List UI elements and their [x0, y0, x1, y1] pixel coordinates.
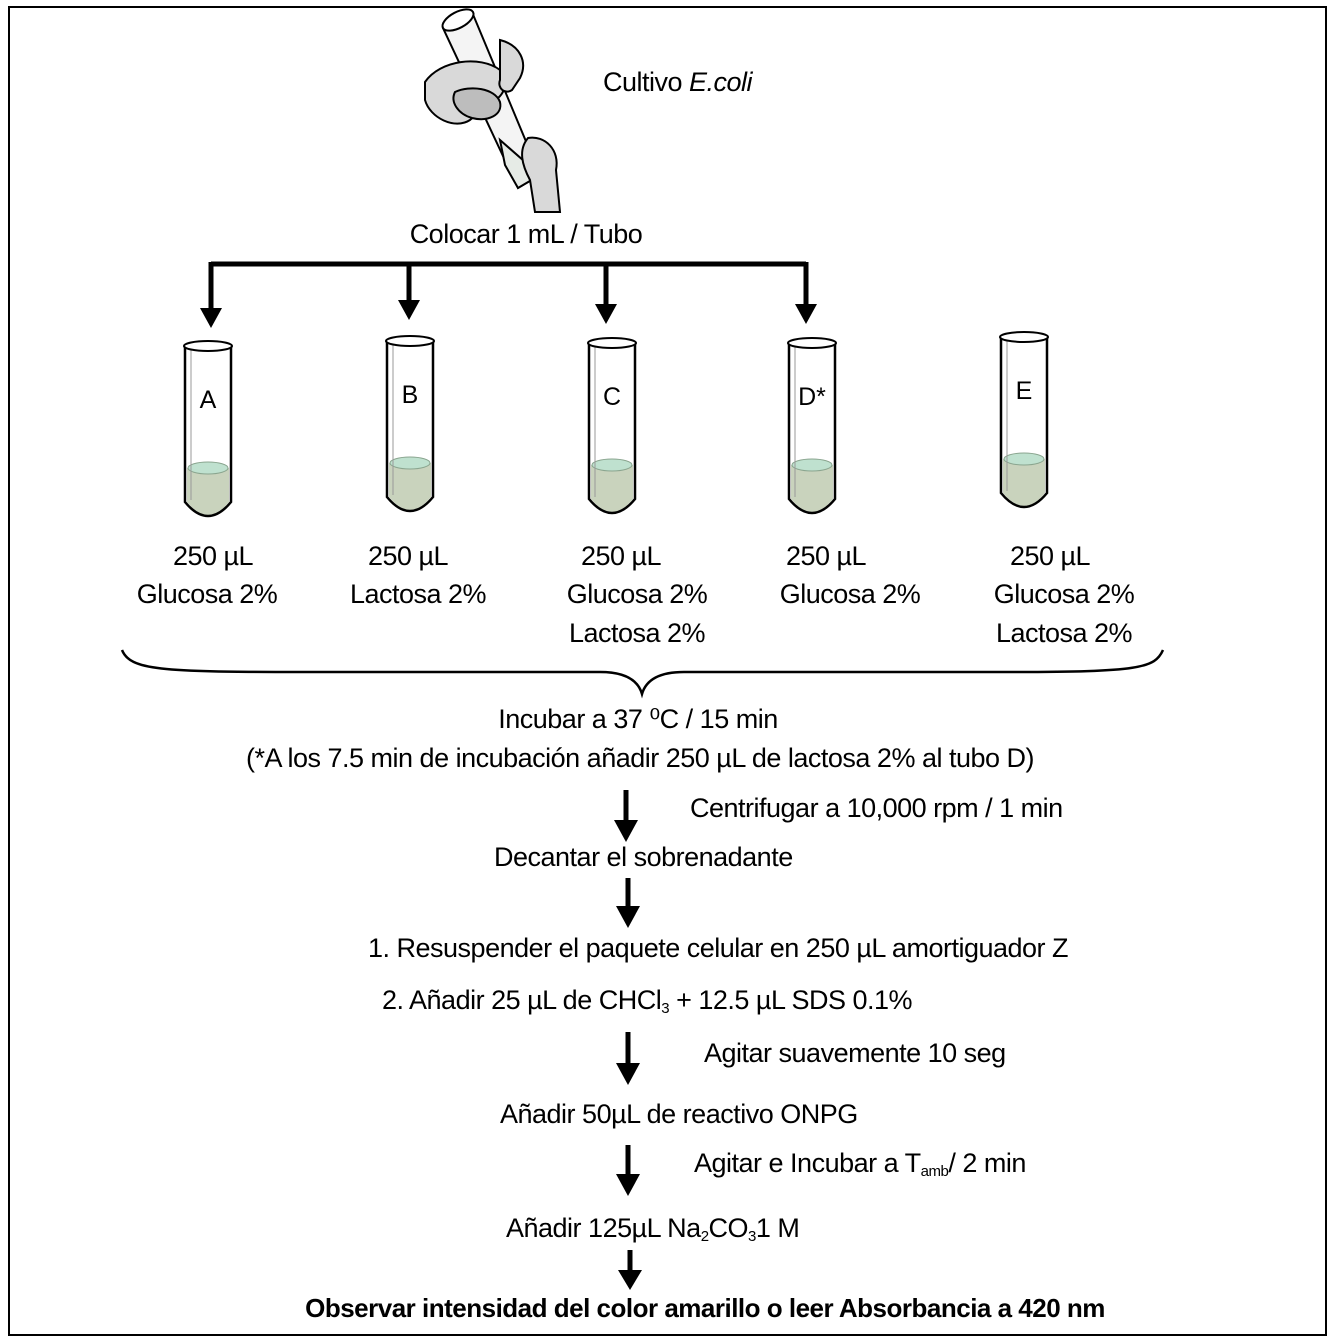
hand-with-tube-icon — [424, 8, 562, 213]
resuspend-step: 1. Resuspender el paquete celular en 250… — [368, 933, 1069, 963]
tube-letter: E — [1015, 377, 1033, 405]
tube-volume-label: 250 µL — [367, 541, 449, 571]
tube-content-label: Glucosa 2% — [779, 579, 921, 609]
tube-volume-label: 250 µL — [172, 541, 254, 571]
tube-letter: D* — [798, 383, 826, 411]
shake-incubate-step: Agitar e Incubar a Tamb/ 2 min — [694, 1148, 1026, 1180]
tube-volume-label: 250 µL — [785, 541, 867, 571]
tube-content-label: Glucosa 2% — [566, 579, 708, 609]
distribute-label: Colocar 1 mL / Tubo — [409, 219, 643, 249]
grouping-brace — [120, 649, 1165, 699]
onpg-step: Añadir 50µL de reactivo ONPG — [500, 1099, 858, 1129]
add-chcl3-step: 2. Añadir 25 µL de CHCl3 + 12.5 µL SDS 0… — [382, 985, 913, 1017]
tube-letter: B — [401, 381, 419, 409]
tube-content-label: Lactosa 2% — [349, 579, 487, 609]
test-tubes — [183, 331, 1049, 518]
tube-content-label: Lactosa 2% — [995, 618, 1133, 648]
test-tube-icon — [787, 337, 837, 515]
na2co3-step: Añadir 125µL Na2CO31 M — [506, 1213, 800, 1245]
distribution-arrows — [208, 261, 809, 312]
tube-content-label: Glucosa 2% — [136, 579, 278, 609]
culture-label: Cultivo E.coli — [603, 67, 753, 97]
centrifuge-step: Centrifugar a 10,000 rpm / 1 min — [690, 793, 1063, 823]
test-tube-icon — [999, 331, 1049, 509]
observe-step: Observar intensidad del color amarillo o… — [305, 1293, 1105, 1323]
distribution-arrowheads — [200, 300, 817, 328]
shake-step: Agitar suavemente 10 seg — [704, 1038, 1006, 1068]
tube-letter: A — [199, 386, 217, 414]
tube-letter: C — [602, 383, 622, 411]
tube-content-label: Lactosa 2% — [568, 618, 706, 648]
incubate-note: (*A los 7.5 min de incubación añadir 250… — [245, 743, 1035, 773]
test-tube-icon — [587, 337, 637, 515]
test-tube-icon — [183, 340, 233, 518]
step-arrowheads — [614, 820, 642, 1290]
tube-volume-label: 250 µL — [580, 541, 662, 571]
tube-content-label: Glucosa 2% — [993, 579, 1135, 609]
decant-step: Decantar el sobrenadante — [494, 842, 793, 872]
test-tube-icon — [385, 335, 435, 513]
tube-volume-label: 250 µL — [1009, 541, 1091, 571]
incubate-step: Incubar a 37 ⁰C / 15 min — [498, 704, 778, 734]
